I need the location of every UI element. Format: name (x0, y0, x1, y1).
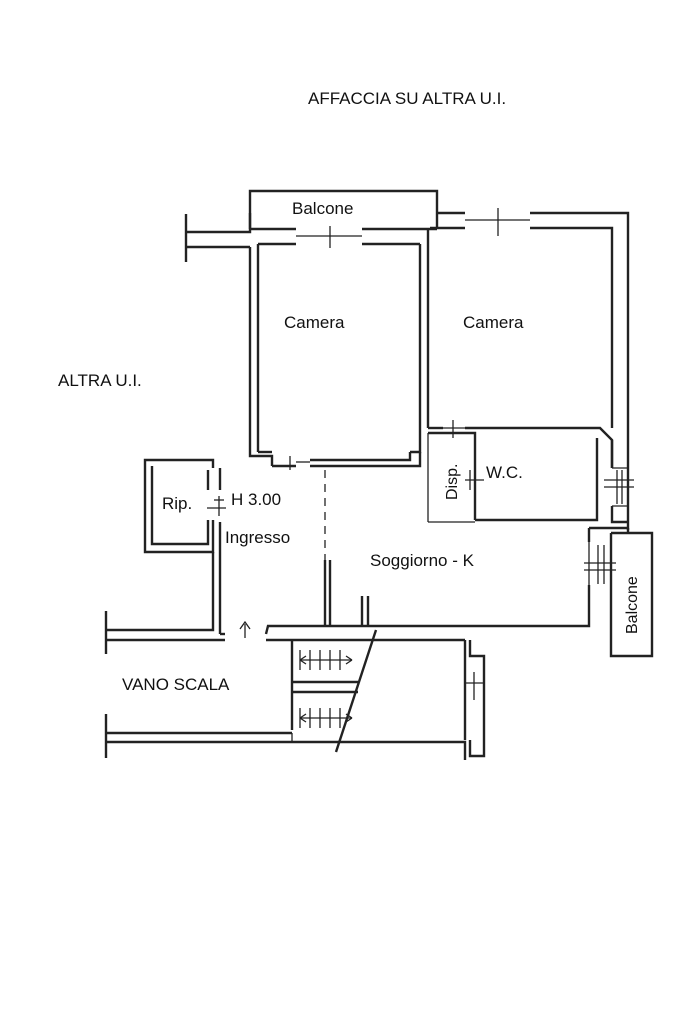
bathroom-label: W.C. (486, 463, 523, 482)
storage-outline (143, 458, 215, 554)
stair-note-label: VANO SCALA (122, 675, 230, 694)
living-kitchen-label: Soggiorno - K (370, 551, 475, 570)
bedroom-right-label: Camera (463, 313, 524, 332)
entrance-label: Ingresso (225, 528, 290, 547)
storage-label: Rip. (162, 494, 192, 513)
balcony-right-label: Balcone (624, 576, 641, 634)
entrance-arrow (239, 620, 251, 638)
balcony-top-outline (248, 189, 439, 229)
bedroom-left-label: Camera (284, 313, 345, 332)
walls (104, 189, 654, 760)
balcony-right-outline (609, 531, 654, 658)
window-symbols (207, 208, 634, 700)
pantry-label: Disp. (444, 464, 461, 500)
top-note-label: AFFACCIA SU ALTRA U.I. (308, 89, 506, 108)
balcony-top-label: Balcone (292, 199, 353, 218)
left-note-label: ALTRA U.I. (58, 371, 142, 390)
ceiling-height-label: H 3.00 (231, 490, 281, 509)
stair-arrows (299, 629, 378, 753)
